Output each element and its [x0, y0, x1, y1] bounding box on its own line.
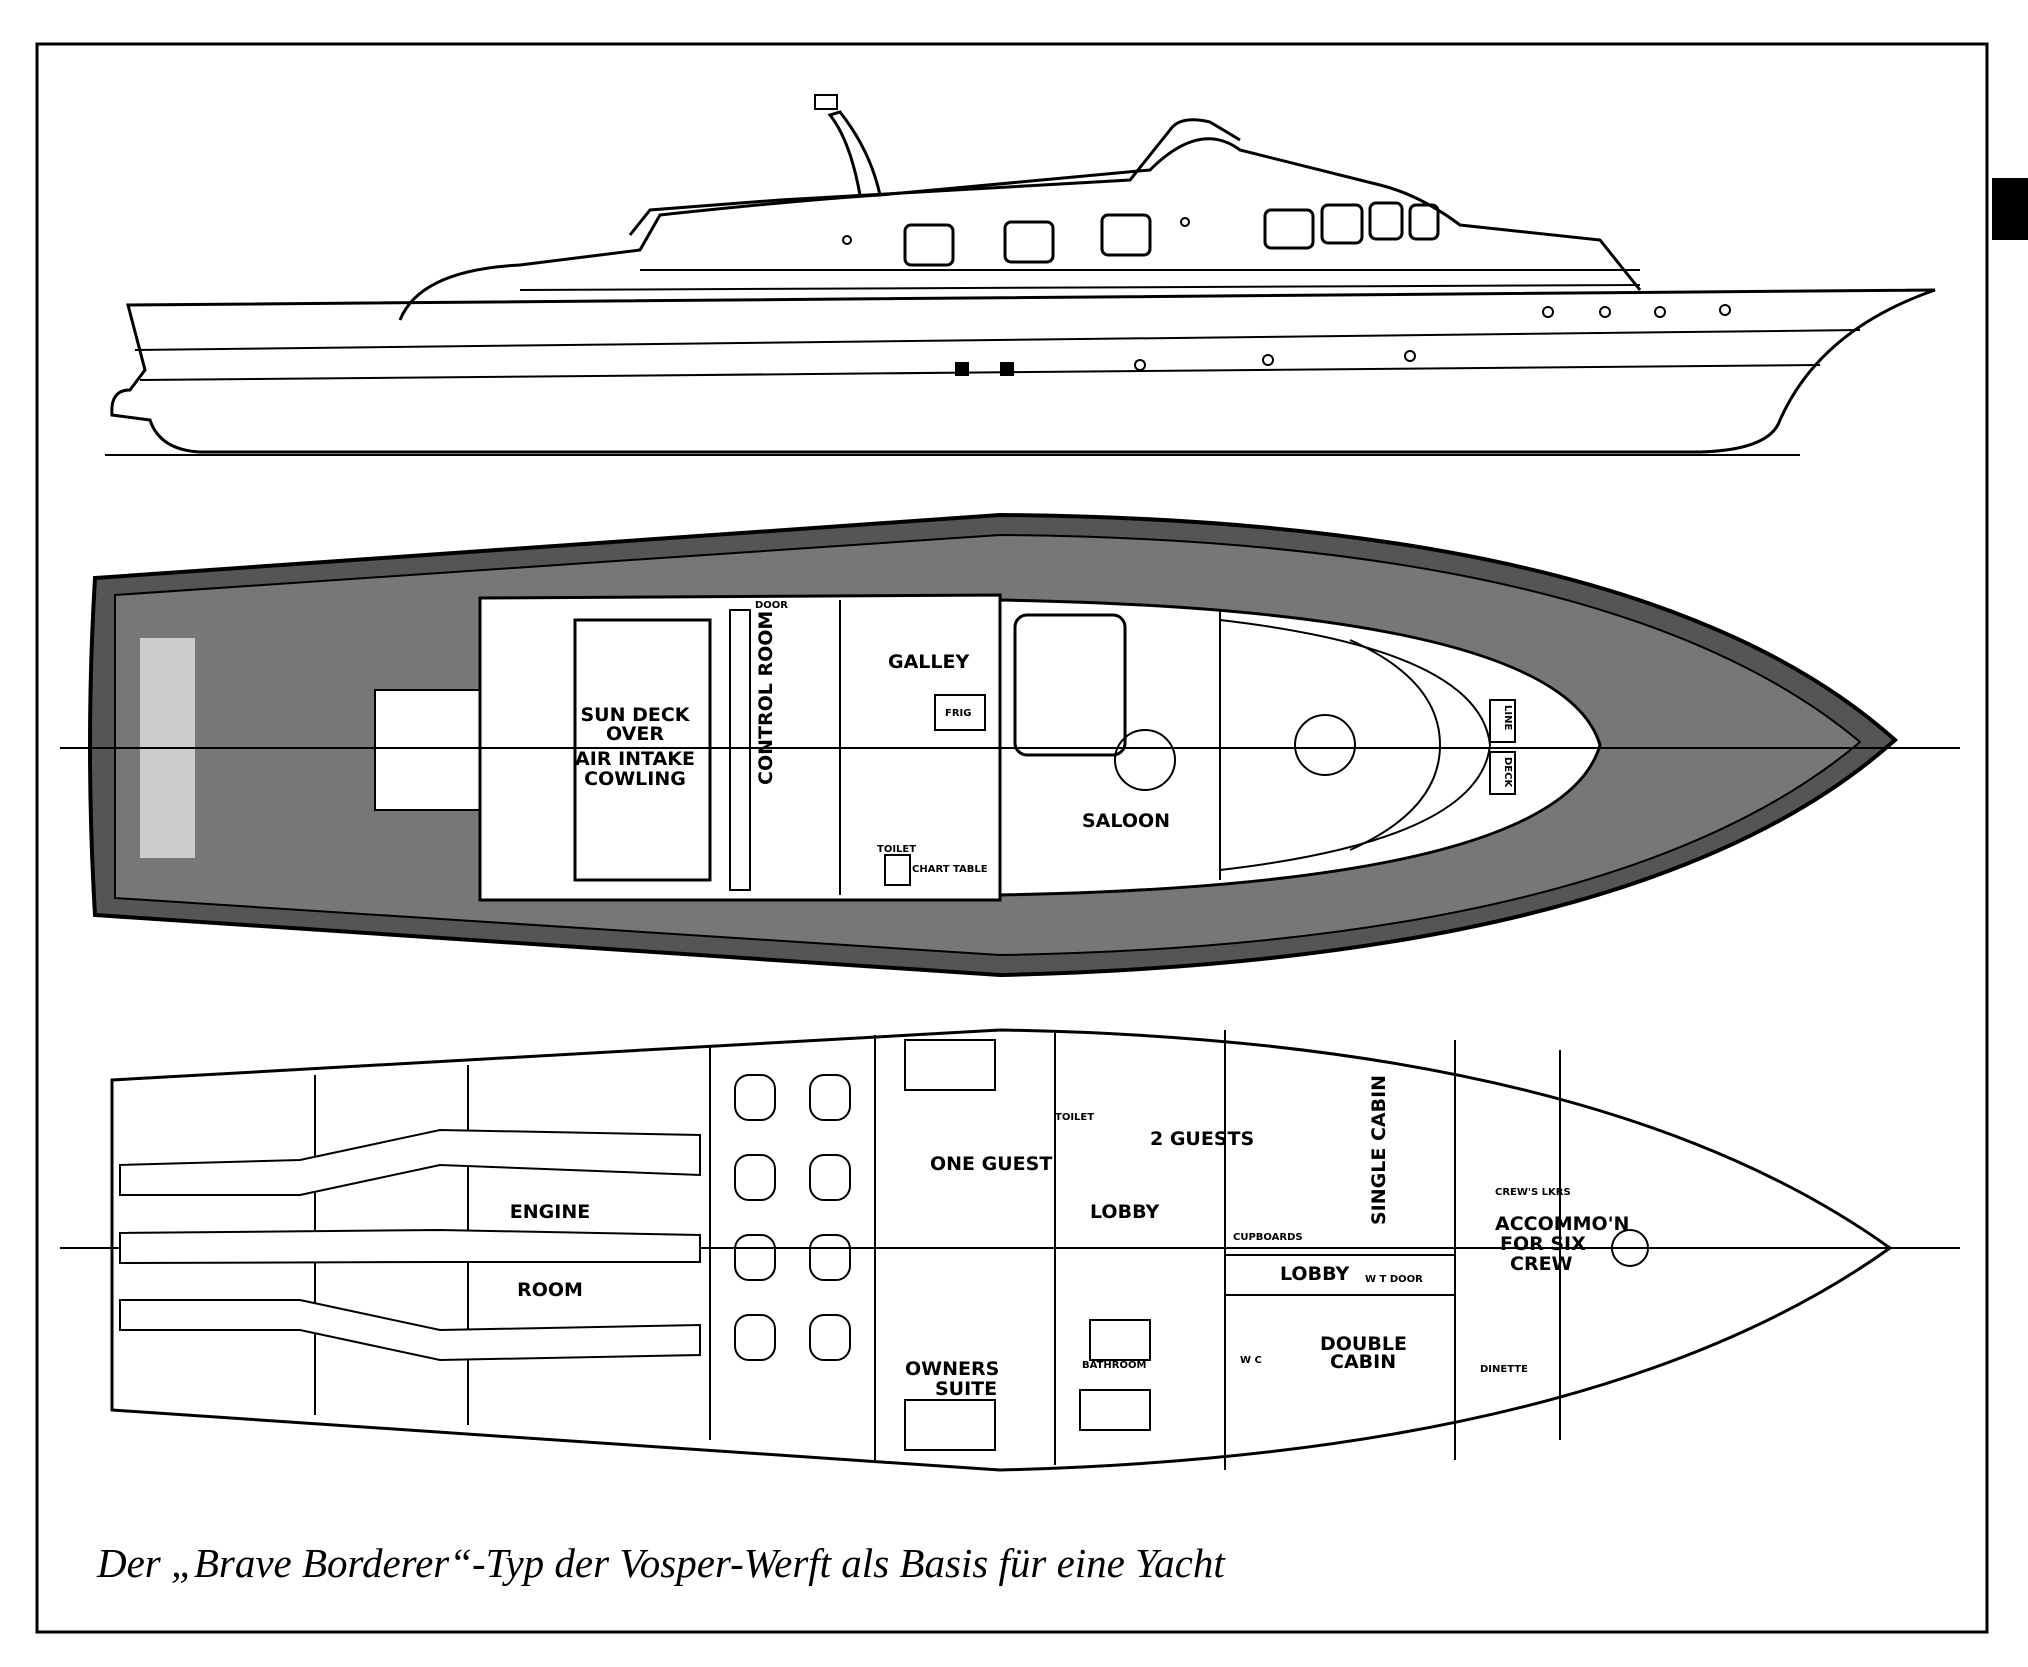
- label-galley: GALLEY: [888, 651, 969, 673]
- label-two-guests: 2 GUESTS: [1150, 1128, 1254, 1150]
- label-for-six: FOR SIX: [1500, 1233, 1586, 1255]
- label-toilet-lower: TOILET: [1055, 1112, 1094, 1123]
- label-wt-door: W T DOOR: [1365, 1274, 1423, 1285]
- label-bathroom: BATHROOM: [1082, 1360, 1146, 1371]
- label-crew: CREW: [1510, 1253, 1573, 1275]
- label-frig: FRIG: [945, 708, 971, 719]
- deck-plan-view: SUN DECK OVER AIR INTAKE COWLING CONTROL…: [60, 512, 1960, 978]
- label-room: ROOM: [517, 1279, 583, 1301]
- label-cupboards: CUPBOARDS: [1233, 1232, 1303, 1243]
- label-air-intake: AIR INTAKE: [575, 748, 695, 770]
- label-control-room: CONTROL ROOM: [755, 611, 777, 785]
- label-lobby-2: LOBBY: [1280, 1263, 1350, 1285]
- label-saloon: SALOON: [1082, 810, 1170, 832]
- label-single-cabin: SINGLE CABIN: [1368, 1075, 1390, 1225]
- label-door: DOOR: [755, 600, 788, 611]
- label-sun-deck: SUN DECK: [580, 704, 690, 726]
- label-cowling: COWLING: [584, 768, 686, 790]
- label-one-guest: ONE GUEST: [930, 1153, 1052, 1175]
- edge-mark: [1992, 178, 2028, 240]
- label-double: DOUBLE: [1320, 1333, 1407, 1355]
- label-lobby-1: LOBBY: [1090, 1201, 1160, 1223]
- lower-deck-view: ENGINE ROOM ONE GUEST TOILET 2 GUESTS LO…: [60, 1028, 1960, 1472]
- label-toilet: TOILET: [877, 844, 916, 855]
- label-accommodation: ACCOMMO'N: [1495, 1213, 1629, 1235]
- label-suite: SUITE: [935, 1378, 997, 1400]
- label-chart-table: CHART TABLE: [912, 864, 988, 875]
- label-engine: ENGINE: [510, 1201, 590, 1223]
- label-over: OVER: [606, 723, 664, 745]
- figure-caption: Der „Brave Borderer“-Typ der Vosper-Werf…: [96, 1540, 1226, 1586]
- label-cabin: CABIN: [1330, 1351, 1396, 1373]
- label-wc: W C: [1240, 1355, 1262, 1366]
- label-crews-lockers: CREW'S LKRS: [1495, 1187, 1571, 1198]
- side-profile-view: [105, 94, 1936, 456]
- label-owners: OWNERS: [905, 1358, 999, 1380]
- frame-border: [35, 42, 1989, 1634]
- label-line: LINE: [1502, 705, 1513, 730]
- label-deck: DECK: [1502, 757, 1513, 788]
- label-dinette: DINETTE: [1480, 1364, 1528, 1375]
